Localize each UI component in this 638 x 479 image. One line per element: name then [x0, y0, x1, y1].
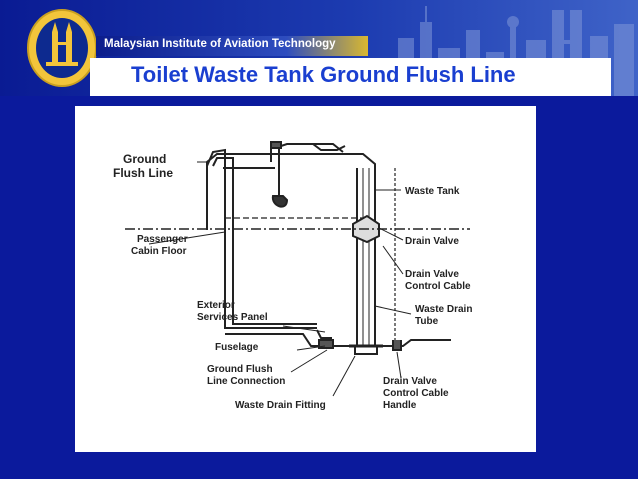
- label-fuselage: Fuselage: [215, 342, 259, 353]
- slide-title: Toilet Waste Tank Ground Flush Line: [131, 62, 516, 87]
- label-waste-drain-fitting: Waste Drain Fitting: [235, 400, 326, 411]
- label-dv-handle-3: Handle: [383, 400, 417, 411]
- institute-name: Malaysian Institute of Aviation Technolo…: [104, 38, 336, 50]
- label-passenger: Passenger: [137, 234, 188, 245]
- label-waste-drain-tube-1: Waste Drain: [415, 304, 473, 315]
- label-dv-cable-1: Drain Valve: [405, 269, 459, 280]
- label-dv-handle-2: Control Cable: [383, 388, 449, 399]
- label-dv-cable-2: Control Cable: [405, 281, 471, 292]
- institute-bar: [96, 36, 368, 56]
- label-exterior: Exterior: [197, 300, 235, 311]
- diagram-drawing: [125, 141, 470, 397]
- label-gf-connection-2: Line Connection: [207, 376, 286, 387]
- institute-logo: [27, 9, 97, 87]
- label-gf-connection-1: Ground Flush: [207, 364, 273, 375]
- label-cabin-floor: Cabin Floor: [131, 246, 187, 257]
- label-services-panel: Services Panel: [197, 312, 268, 323]
- label-ground: Ground: [123, 152, 167, 166]
- label-waste-tank: Waste Tank: [405, 186, 460, 197]
- label-waste-drain-tube-2: Tube: [415, 316, 439, 327]
- label-dv-handle-1: Drain Valve: [383, 376, 437, 387]
- label-drain-valve: Drain Valve: [405, 236, 459, 247]
- label-flush-line: Flush Line: [113, 166, 173, 180]
- ground-flush-line-pipe: [206, 148, 317, 329]
- title-box: [90, 58, 611, 96]
- flush-line-diagram: Ground Flush Line Passenger Cabin Floor …: [75, 106, 536, 452]
